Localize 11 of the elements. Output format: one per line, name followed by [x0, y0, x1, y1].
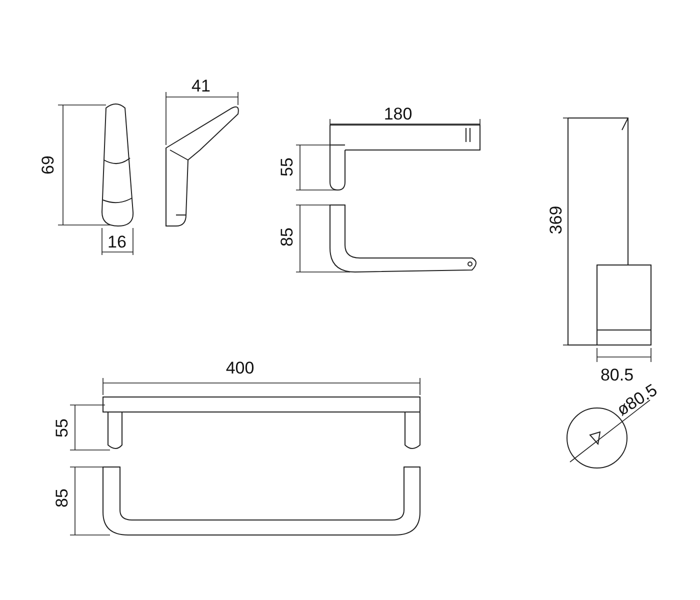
dimension-label: 369: [548, 206, 564, 234]
dimension-label: 55: [54, 418, 70, 438]
dimension-label: 16: [108, 234, 126, 250]
dimension-label: 400: [226, 360, 254, 376]
dimension-label: 69: [40, 156, 56, 174]
dimension-label: 85: [278, 228, 296, 246]
dimension-label: 41: [192, 78, 210, 94]
dimension-label: 80.5: [600, 366, 634, 384]
dimension-label: 85: [54, 488, 70, 508]
dimension-label: 55: [278, 158, 296, 176]
dimension-label: 180: [384, 106, 412, 122]
